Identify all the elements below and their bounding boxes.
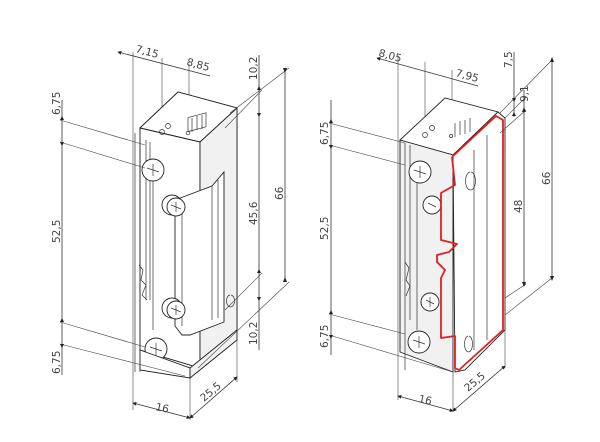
right-strike-view: 8,05 7,95 xyxy=(319,47,554,413)
dim-total-66: 66 xyxy=(274,186,286,200)
screw-icon xyxy=(161,194,186,217)
dim-left-6-75-top: 6,75 xyxy=(51,92,63,115)
left-strike-view: 7,15 8,85 xyxy=(51,43,290,420)
dim-left-6-75-bottom: 6,75 xyxy=(51,351,63,374)
screw-icon xyxy=(407,330,431,354)
dim-width-16: 16 xyxy=(154,401,170,416)
screw-icon xyxy=(161,297,186,320)
screw-icon xyxy=(408,160,432,184)
screw-icon xyxy=(422,195,442,215)
dim-right-10-2-top: 10,2 xyxy=(248,57,260,80)
screw-icon xyxy=(420,292,440,312)
dim-depth-25-5: 25,5 xyxy=(198,380,224,404)
dim-left-6-75-top-r: 6,75 xyxy=(319,122,331,145)
dim-width-16-r: 16 xyxy=(417,393,433,408)
dim-left-52-5-r: 52,5 xyxy=(319,217,331,240)
dim-right-48: 48 xyxy=(513,200,525,213)
faceplate-highlight xyxy=(436,115,504,371)
dim-right-top-a: 8,05 xyxy=(377,47,403,65)
dim-right-top-b: 7,95 xyxy=(454,67,480,85)
dim-left-6-75-bottom-r: 6,75 xyxy=(319,325,331,348)
dim-total-66-r: 66 xyxy=(541,171,553,185)
dim-left-52-5: 52,5 xyxy=(51,220,63,243)
dim-depth-25-5-r: 25,5 xyxy=(462,370,488,394)
dim-left-top-a: 7,15 xyxy=(134,43,160,61)
dim-right-10-2-bottom: 10,2 xyxy=(248,322,260,345)
dim-left-top-b: 8,85 xyxy=(185,56,211,74)
dim-right-9-1: 9,1 xyxy=(519,85,531,102)
dim-right-7-5: 7,5 xyxy=(503,51,515,68)
screw-icon xyxy=(141,158,165,182)
dim-right-45-6: 45,6 xyxy=(248,201,260,225)
